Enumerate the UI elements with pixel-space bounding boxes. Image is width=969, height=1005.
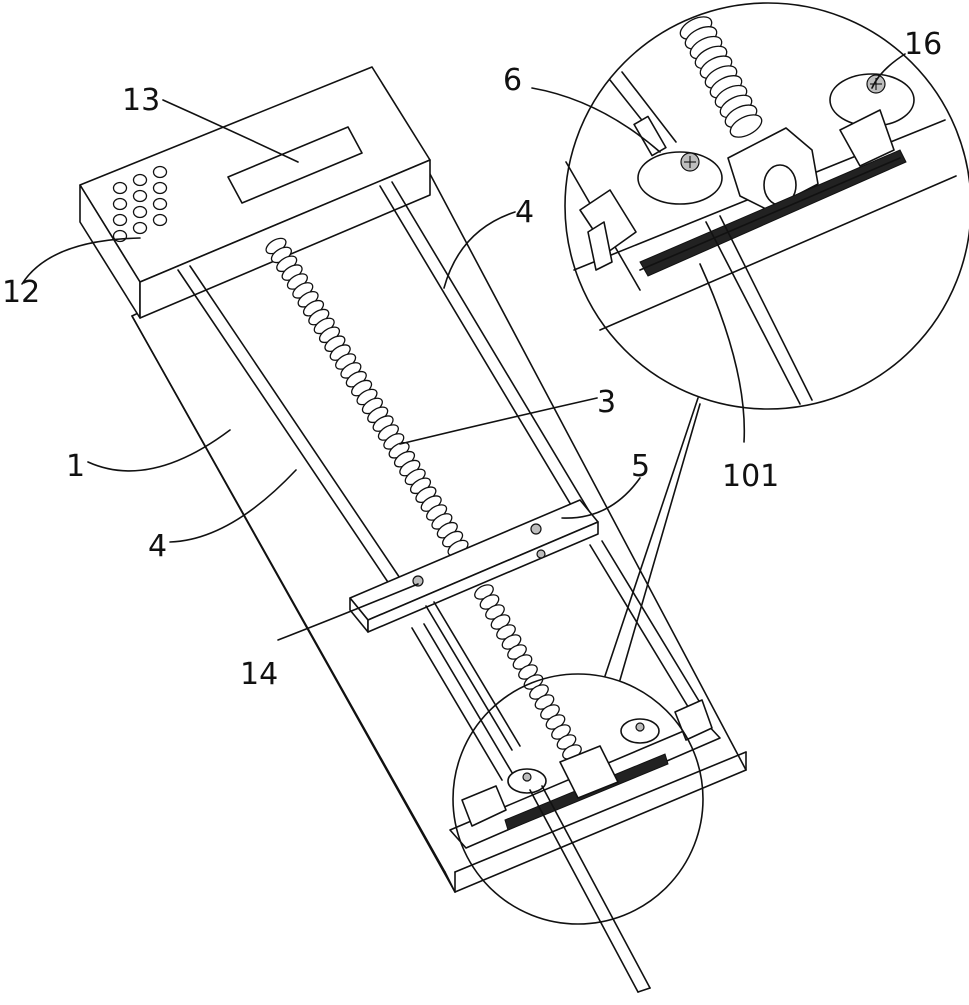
label-14: 14 [240,657,278,692]
label-101: 101 [722,459,779,494]
label-3: 3 [597,385,616,420]
keypad-button [134,191,147,202]
label-13: 13 [122,83,160,118]
keypad-button [154,183,167,194]
keypad-button [114,183,127,194]
keypad-button [114,199,127,210]
keypad-button [154,167,167,178]
label-5: 5 [631,449,650,484]
label-16: 16 [904,27,942,62]
label-6: 6 [503,63,522,98]
lead-screw-detail [677,12,765,141]
keypad-button [154,199,167,210]
set-screw-right [531,524,541,534]
label-4-right: 4 [515,195,534,230]
label-1: 1 [66,449,85,484]
label-4-left: 4 [148,529,167,564]
keypad-button [114,215,127,226]
keypad-button [154,215,167,226]
keypad-button [134,207,147,218]
keypad-button [134,175,147,186]
keypad-button [134,223,147,234]
label-12: 12 [2,275,40,310]
